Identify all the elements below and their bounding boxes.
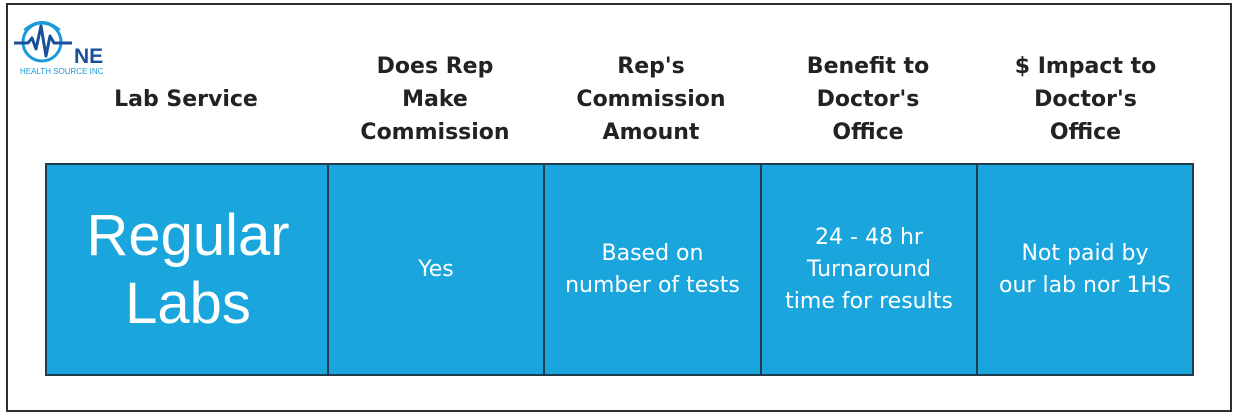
one-health-source-logo: NE HEALTH SOURCE INC [14,16,124,80]
logo-wordmark: NE [74,45,104,68]
logo-subtitle: HEALTH SOURCE INC [20,67,104,76]
header-impact: $ Impact to Doctor's Office [1014,53,1157,145]
cell-benefit: 24 - 48 hr Turnaround time for results [760,165,976,374]
header-rep-commission: Does Rep Make Commission [360,53,510,145]
header-lab-service: Lab Service [114,86,258,112]
heartbeat-globe-icon [14,21,72,63]
header-benefit: Benefit to Doctor's Office [806,53,930,145]
cell-impact: Not paid by our lab nor 1HS [976,165,1192,374]
header-commission-amount: Rep's Commission Amount [576,53,726,145]
table-header-row: Lab Service Does Rep Make Commission Rep… [45,40,1194,158]
cell-rep-commission: Yes [327,165,543,374]
table-row: Regular Labs Yes Based on number of test… [45,163,1194,376]
cell-lab-service: Regular Labs [86,202,290,336]
cell-commission-amount: Based on number of tests [543,165,760,374]
